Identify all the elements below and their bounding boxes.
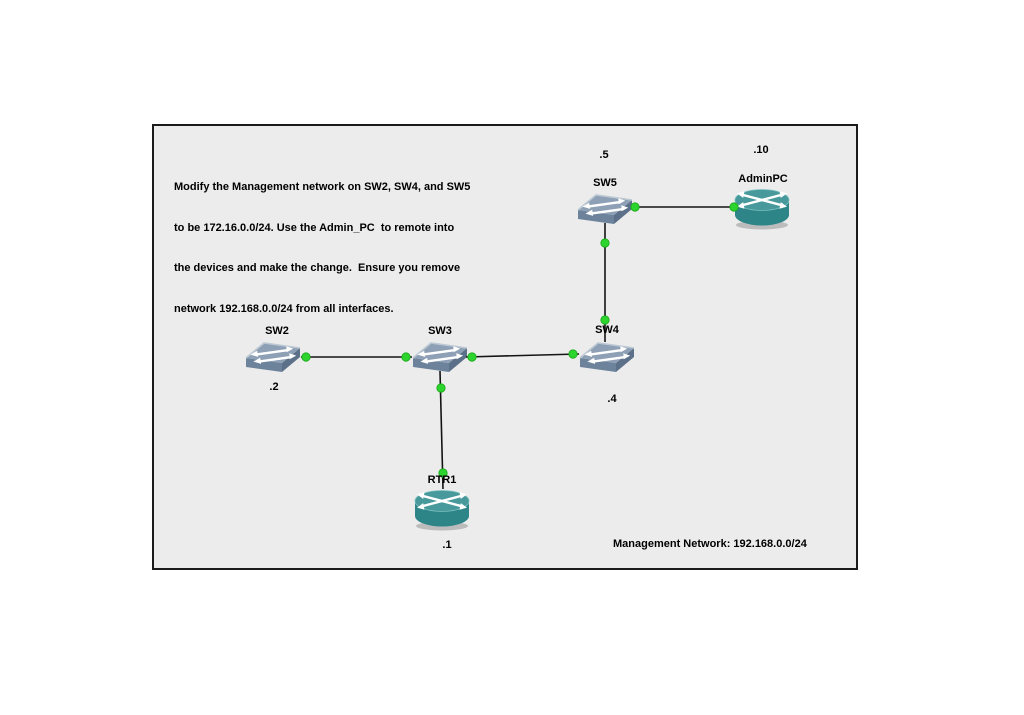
instructions-text: Modify the Management network on SW2, SW… [174, 154, 470, 343]
ip-label-sw2: .2 [269, 381, 279, 393]
ip-label-sw4: .4 [607, 393, 617, 405]
ip-label-rtr1: .1 [442, 539, 452, 551]
switch-icon[interactable] [410, 340, 470, 374]
device-label-adminpc: AdminPC [738, 173, 788, 185]
instructions-line: to be 172.16.0.0/24. Use the Admin_PC to… [174, 221, 455, 234]
switch-icon[interactable] [577, 340, 637, 374]
router-icon[interactable] [733, 184, 791, 230]
router-icon[interactable] [413, 485, 471, 531]
ip-label-adminpc: .10 [753, 144, 769, 156]
link-sw3-sw4[interactable] [465, 353, 580, 358]
device-label-sw5: SW5 [593, 177, 617, 189]
device-label-rtr1: RTR1 [427, 474, 457, 486]
instructions-line: network 192.168.0.0/24 from all interfac… [174, 302, 394, 315]
device-label-sw4: SW4 [595, 324, 619, 336]
device-label-sw3: SW3 [428, 325, 452, 337]
management-network-label: Management Network: 192.168.0.0/24 [613, 538, 807, 550]
switch-icon[interactable] [243, 340, 303, 374]
switch-icon[interactable] [575, 192, 635, 226]
instructions-line: the devices and make the change. Ensure … [174, 262, 461, 274]
device-label-sw2: SW2 [265, 325, 289, 337]
instructions-line: Modify the Management network on SW2, SW… [174, 181, 471, 193]
ip-label-sw5: .5 [599, 149, 609, 161]
